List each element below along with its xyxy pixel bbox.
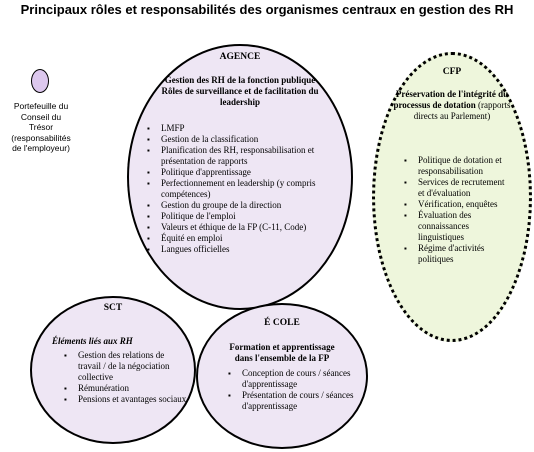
cfp-list: Politique de dotation et responsabilisat… <box>402 155 508 265</box>
list-item: LMFP <box>145 123 355 134</box>
agence-subtitle-line: Gestion des RH de la fonction publique <box>164 75 316 85</box>
agence-list: LMFP Gestion de la classification Planif… <box>145 123 355 255</box>
agence-heading: AGENCE <box>219 52 261 62</box>
list-item: Gestion de la classification <box>145 134 355 145</box>
sct-subtitle: Éléments liés aux RH <box>52 336 133 346</box>
list-item: Politique d'apprentissage <box>145 167 355 178</box>
list-item: Évaluation des connaissances linguistiqu… <box>402 210 508 243</box>
list-item: Planification des RH, responsabilisation… <box>145 145 355 167</box>
tresor-marker <box>31 69 49 93</box>
list-item: Équité en emploi <box>145 233 355 244</box>
list-item: Présentation de cours / séances d'appren… <box>226 390 362 412</box>
list-item: Gestion des relations de travail / de la… <box>62 350 187 383</box>
ecole-subtitle-line: Formation et apprentissage <box>229 342 335 352</box>
agence-subtitle: Gestion des RH de la fonction publique R… <box>130 75 350 108</box>
sct-list: Gestion des relations de travail / de la… <box>62 350 187 405</box>
tresor-label-line: Conseil du <box>20 111 62 122</box>
list-item: Valeurs et éthique de la FP (C-11, Code) <box>145 222 355 233</box>
list-item: Politique de l'emploi <box>145 211 355 222</box>
ecole-subtitle: Formation et apprentissage dans l'ensemb… <box>200 342 364 364</box>
ecole-heading: É COLE <box>264 318 300 328</box>
agence-subtitle-line: Rôles de surveillance et de facilitation… <box>161 86 319 96</box>
ecole-subtitle-line: dans l'ensemble de la FP <box>234 353 330 363</box>
list-item: Gestion du groupe de la direction <box>145 200 355 211</box>
list-item: Conception de cours / séances d'apprenti… <box>226 368 362 390</box>
list-item: Politique de dotation et responsabilisat… <box>402 155 508 177</box>
list-item: Langues officielles <box>145 244 355 255</box>
list-item: Rémunération <box>62 383 187 394</box>
agence-subtitle-line: leadership <box>219 97 260 107</box>
cfp-subtitle-normal: (rapports directs au Parlement) <box>413 100 511 121</box>
cfp-heading: CFP <box>442 67 462 77</box>
tresor-label-line: (responsabilités <box>11 132 71 143</box>
list-item: Perfectionnement en leadership (y compri… <box>145 178 355 200</box>
tresor-label-line: de l'employeur) <box>12 143 70 153</box>
list-item: Vérification, enquêtes <box>402 199 508 210</box>
diagram-title: Principaux rôles et responsabilités des … <box>20 2 514 17</box>
cfp-subtitle-bold: Préservation de l'intégrité du processus… <box>393 89 509 110</box>
list-item: Pensions et avantages sociaux <box>62 394 187 405</box>
cfp-subtitle: Préservation de l'intégrité du processus… <box>392 89 512 122</box>
list-item: Services de recrutement et d'évaluation <box>402 177 508 199</box>
ecole-list: Conception de cours / séances d'apprenti… <box>226 368 362 412</box>
list-item: Régime d'activités politiques <box>402 243 508 265</box>
sct-heading: SCT <box>103 303 123 313</box>
tresor-label-line: Portefeuille du <box>13 101 69 111</box>
tresor-label-line: Trésor <box>28 122 54 132</box>
tresor-label: Portefeuille du Conseil du Trésor (respo… <box>3 101 79 154</box>
